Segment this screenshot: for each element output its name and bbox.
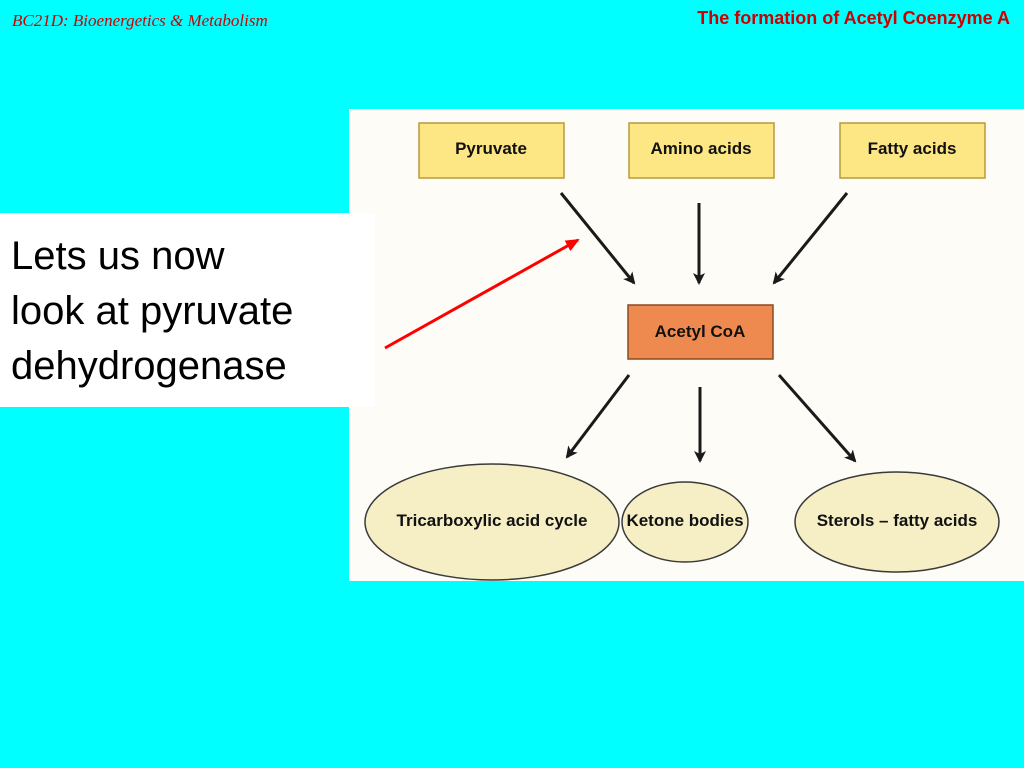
slide-title: The formation of Acetyl Coenzyme A <box>697 8 1010 28</box>
arrow-acetyl-coa-to-tca-cycle <box>565 374 631 459</box>
course-title: BC21D: Bioenergetics & Metabolism <box>12 11 268 30</box>
source-box-fatty-acids: Fatty acids <box>839 122 986 179</box>
product-label-sterols-fatty-acids: Sterols – fatty acids <box>817 511 978 530</box>
source-label-amino-acids: Amino acids <box>650 139 751 158</box>
callout-text: Lets us now look at pyruvate dehydrogena… <box>11 234 294 388</box>
arrow-fatty-acids-to-acetyl-coa <box>772 192 849 285</box>
acetyl-coa-diagram: Pyruvate Amino acids Fatty acids Acetyl … <box>349 109 1024 581</box>
source-label-pyruvate: Pyruvate <box>455 139 527 158</box>
arrow-acetyl-coa-to-sterols <box>777 374 857 463</box>
callout-box: Lets us now look at pyruvate dehydrogena… <box>0 213 375 407</box>
arrow-pyruvate-to-acetyl-coa <box>559 192 636 285</box>
product-label-tca-cycle: Tricarboxylic acid cycle <box>397 511 588 530</box>
source-box-amino-acids: Amino acids <box>628 122 775 179</box>
product-node-tca-cycle: Tricarboxylic acid cycle <box>364 463 620 581</box>
center-label-acetyl-coa: Acetyl CoA <box>655 322 746 341</box>
product-node-ketone-bodies: Ketone bodies <box>621 481 749 563</box>
center-box-acetyl-coa: Acetyl CoA <box>627 304 774 360</box>
product-label-ketone-bodies: Ketone bodies <box>626 511 743 530</box>
source-box-pyruvate: Pyruvate <box>418 122 565 179</box>
product-node-sterols-fatty-acids: Sterols – fatty acids <box>794 471 1000 573</box>
source-label-fatty-acids: Fatty acids <box>868 139 957 158</box>
